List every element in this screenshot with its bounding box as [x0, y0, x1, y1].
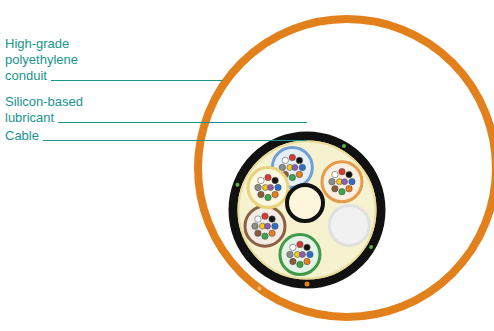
central-strength-member: [287, 185, 323, 221]
jacket-mark: [369, 245, 373, 249]
label-box: Cable: [5, 128, 95, 144]
buffer-tube: [272, 147, 312, 187]
buffer-tube: [245, 206, 285, 246]
jacket-marks: [235, 144, 373, 291]
lubricant-layer: [239, 142, 376, 279]
cable-label: Cable: [5, 128, 39, 143]
jacket-mark: [342, 144, 346, 148]
fiber: [346, 186, 352, 192]
fiber: [339, 188, 345, 194]
fiber: [264, 223, 270, 229]
fiber: [296, 171, 302, 177]
fiber: [255, 184, 261, 190]
fiber: [341, 179, 347, 185]
fiber: [297, 241, 303, 247]
fiber: [329, 178, 335, 184]
jacket-mark: [305, 282, 310, 287]
leader-line: [51, 80, 222, 81]
fiber: [287, 251, 293, 257]
fiber: [346, 171, 352, 177]
fiber: [255, 230, 261, 236]
fiber: [262, 213, 268, 219]
fiber: [307, 251, 313, 257]
fiber: [289, 154, 295, 160]
leader-line: [58, 122, 307, 123]
fiber: [349, 178, 355, 184]
conduit-label: High-grade polyethylene conduit: [5, 36, 78, 83]
fiber: [275, 184, 281, 190]
fiber: [252, 223, 258, 229]
fiber: [272, 191, 278, 197]
leader-line: [43, 140, 307, 141]
buffer-tubes: [245, 147, 369, 274]
fiber: [290, 244, 296, 250]
fiber: [262, 233, 268, 239]
fiber: [272, 223, 278, 229]
fiber: [299, 164, 305, 170]
lubricant-label: Silicon-based lubricant: [5, 94, 83, 125]
fiber: [304, 258, 310, 264]
label-box: High-grade polyethylene conduit: [5, 36, 95, 84]
fiber: [279, 164, 285, 170]
fiber: [258, 191, 264, 197]
fiber: [332, 171, 338, 177]
fiber: [296, 157, 302, 163]
fiber: [304, 244, 310, 250]
fiber: [282, 157, 288, 163]
fiber: [269, 230, 275, 236]
buffer-tube: [248, 168, 288, 208]
fiber: [332, 186, 338, 192]
fiber: [265, 174, 271, 180]
fiber: [292, 164, 298, 170]
fiber: [297, 261, 303, 267]
conduit-mark: [257, 286, 261, 290]
label-box: Silicon-based lubricant: [5, 94, 100, 126]
fiber: [258, 177, 264, 183]
fiber: [268, 185, 274, 191]
fiber: [255, 216, 261, 222]
fiber: [269, 216, 275, 222]
fiber: [290, 258, 296, 264]
buffer-tube: [329, 205, 369, 245]
fiber: [265, 194, 271, 200]
fiber: [339, 168, 345, 174]
cable-jacket: [233, 136, 381, 284]
fiber: [289, 174, 295, 180]
buffer-tube: [322, 162, 362, 202]
fiber: [272, 177, 278, 183]
buffer-tube: [280, 234, 320, 274]
fiber: [299, 251, 305, 257]
jacket-mark: [235, 183, 239, 187]
conduit-ring: [198, 19, 494, 317]
